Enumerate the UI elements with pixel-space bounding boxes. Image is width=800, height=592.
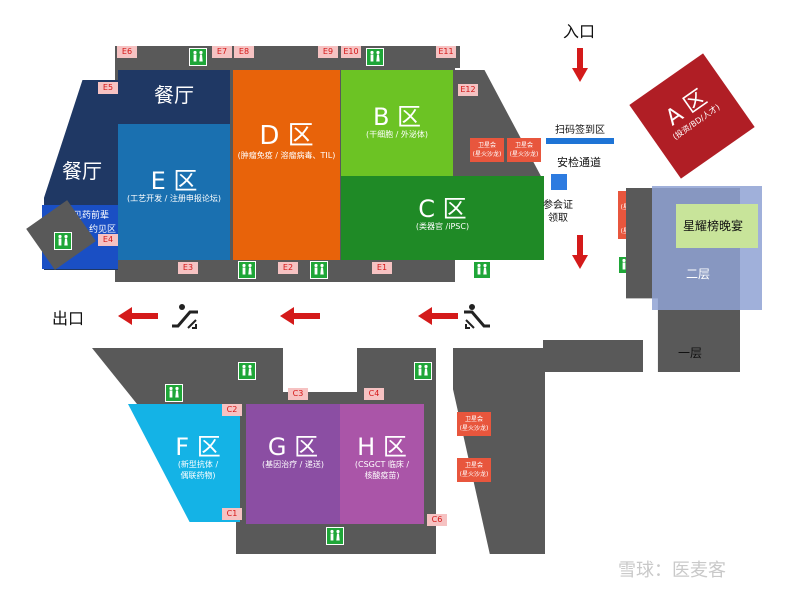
zone-c-title: C 区 (418, 195, 467, 223)
door-e10[interactable]: E10 (341, 46, 361, 58)
building-top-strip (115, 46, 460, 68)
zone-e[interactable]: E 区 (工艺开发 / 注册申报论坛) (118, 124, 230, 260)
door-c2[interactable]: C2 (222, 404, 242, 416)
gala-label: 星耀榜晚宴 (683, 219, 744, 233)
satellite-booth-2[interactable]: 卫星会 (星火沙龙) (507, 138, 541, 162)
escalator-icon (464, 304, 490, 329)
watermark-separator: ： (654, 560, 672, 581)
booth-sublabel: (星火沙龙) (472, 151, 502, 158)
booth-sublabel: (星火沙龙) (459, 425, 489, 432)
badge-pickup-line2: 领取 (548, 213, 568, 224)
watermark: 雪球：医麦客 (618, 556, 726, 582)
restroom-icon (189, 48, 207, 66)
zone-f: F 区 (新型抗体 / 偶联药物) (160, 434, 236, 482)
security-label: 安检通道 (557, 156, 601, 169)
door-e4[interactable]: E4 (98, 234, 118, 246)
bottom-right-wing (453, 348, 545, 554)
restroom-icon (165, 384, 183, 402)
bottom-center-gap (283, 348, 357, 392)
restroom-icon (310, 261, 328, 279)
restaurant-left-label: 餐厅 (62, 159, 102, 183)
door-e5[interactable]: E5 (98, 82, 118, 94)
door-c3[interactable]: C3 (288, 388, 308, 400)
meet-area-line1: 遇见药前辈 (64, 211, 110, 221)
exit-arrow-icon (118, 307, 158, 325)
floor2-label: 二层 (686, 267, 711, 281)
checkin-label: 扫码签到区 (555, 125, 605, 136)
watermark-name: 医麦客 (672, 560, 726, 581)
satellite-booth-5[interactable]: 卫星会 (星火沙龙) (457, 412, 491, 436)
zone-d[interactable]: D 区 (肿瘤免疫 / 溶瘤病毒、TIL) (233, 70, 340, 260)
zone-b-desc: (干细胞 / 外泌体) (365, 130, 429, 140)
floor1-label: 一层 (678, 346, 703, 360)
door-e7[interactable]: E7 (212, 46, 232, 58)
door-e11[interactable]: E11 (436, 46, 456, 58)
zone-f-desc1: (新型抗体 / (177, 460, 219, 470)
restroom-icon (366, 48, 384, 66)
door-c4[interactable]: C4 (364, 388, 384, 400)
door-c6[interactable]: C6 (427, 514, 447, 526)
door-e1[interactable]: E1 (372, 262, 392, 274)
down-arrow-icon (572, 235, 588, 269)
watermark-brand: 雪球 (618, 560, 654, 581)
zone-f-title: F 区 (175, 433, 221, 461)
entrance-arrow-icon (572, 48, 588, 82)
zone-a[interactable]: A 区 (投资/BD/人才) (629, 53, 755, 179)
restroom-icon (54, 232, 72, 250)
corridor-block (543, 340, 643, 372)
gala-area[interactable] (676, 204, 758, 248)
restroom-icon (473, 261, 491, 279)
door-e3[interactable]: E3 (178, 262, 198, 274)
booth-label: 卫星会 (477, 142, 496, 149)
door-e6[interactable]: E6 (117, 46, 137, 58)
entrance-label: 入口 (563, 22, 596, 41)
zone-c[interactable]: C 区 (类器官 /iPSC) (341, 176, 544, 260)
door-c1[interactable]: C1 (222, 508, 242, 520)
zone-c-desc: (类器官 /iPSC) (415, 222, 470, 232)
restroom-icon (326, 527, 344, 545)
zone-f-desc2: 偶联药物) (180, 471, 216, 481)
zone-h-title: H 区 (357, 433, 407, 461)
zone-e-title: E 区 (150, 167, 198, 195)
booth-label: 卫星会 (464, 416, 483, 423)
zone-d-title: D 区 (259, 121, 314, 151)
left-arrow-icon (418, 307, 458, 325)
restaurant-top-label: 餐厅 (154, 83, 194, 107)
zone-b-title: B 区 (372, 103, 422, 131)
checkin-bar (546, 138, 614, 144)
satellite-booth-6[interactable]: 卫星会 (星火沙龙) (457, 458, 491, 482)
zone-h[interactable]: H 区 (CSGCT 临床 / 核酸疫苗) (340, 404, 424, 524)
restaurant-top: 餐厅 (118, 70, 230, 124)
zone-g-title: G 区 (267, 433, 319, 461)
door-e8[interactable]: E8 (234, 46, 254, 58)
satellite-booth-1[interactable]: 卫星会 (星火沙龙) (470, 138, 504, 162)
door-e2[interactable]: E2 (278, 262, 298, 274)
restroom-icon (414, 362, 432, 380)
exit-label: 出口 (52, 309, 85, 328)
zone-g[interactable]: G 区 (基因治疗 / 递送) (246, 404, 340, 524)
left-arrow-icon (280, 307, 320, 325)
badge-pickup-line1: 参会证 (543, 200, 573, 211)
badge-pickup-square[interactable] (551, 174, 567, 190)
door-e12[interactable]: E12 (458, 84, 478, 96)
zone-b[interactable]: B 区 (干细胞 / 外泌体) (341, 70, 453, 176)
booth-label: 卫星会 (514, 142, 533, 149)
restroom-icon (238, 261, 256, 279)
booth-sublabel: (星火沙龙) (459, 471, 489, 478)
zone-g-desc: (基因治疗 / 递送) (261, 460, 325, 470)
zone-h-desc1: (CSGCT 临床 / (354, 460, 410, 470)
zone-e-desc: (工艺开发 / 注册申报论坛) (126, 194, 222, 204)
zone-d-desc: (肿瘤免疫 / 溶瘤病毒、TIL) (237, 150, 336, 160)
booth-sublabel: (星火沙龙) (509, 151, 539, 158)
door-e9[interactable]: E9 (318, 46, 338, 58)
zone-h-desc2: 核酸疫苗) (364, 471, 400, 481)
restroom-icon (238, 362, 256, 380)
booth-label: 卫星会 (464, 462, 483, 469)
escalator-icon (172, 304, 198, 329)
